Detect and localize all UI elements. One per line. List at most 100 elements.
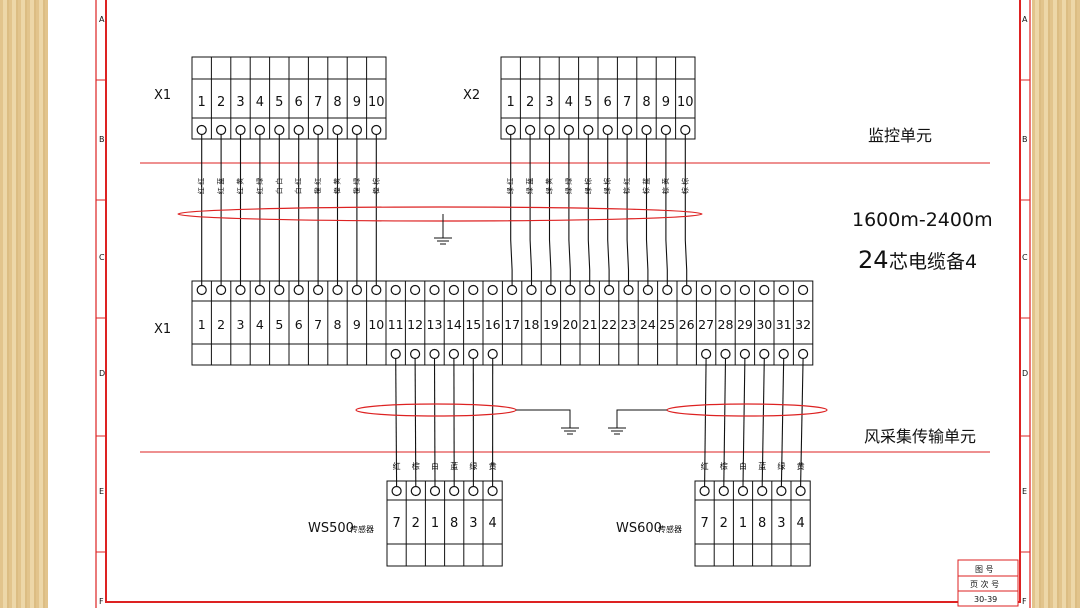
terminal-number: 10 xyxy=(368,317,384,332)
wire-label-x1: 红-红 xyxy=(197,178,206,195)
terminal-screw-lower xyxy=(700,348,712,360)
x1-bottom-label: X1 xyxy=(154,322,171,337)
wire-label-x2: 绿-绿 xyxy=(564,178,573,195)
sensor-pin-number: 7 xyxy=(392,516,400,531)
terminal-screw xyxy=(254,284,265,296)
sensor-pin-number: 4 xyxy=(488,516,496,531)
terminal-screw xyxy=(524,124,536,136)
sensor-pin-number: 2 xyxy=(720,516,728,531)
sensor-screw xyxy=(449,485,460,497)
cable-shield-ellipse xyxy=(177,206,703,222)
terminal-number: 32 xyxy=(795,317,811,332)
sensor-screw xyxy=(468,485,479,497)
terminal-number: 25 xyxy=(659,317,675,332)
terminal-number: 12 xyxy=(407,317,423,332)
sensor-screw xyxy=(410,485,421,497)
terminal-number: 2 xyxy=(217,317,225,332)
side-letter-right: F xyxy=(1022,597,1027,606)
wire-label-x1: 红-黄 xyxy=(236,178,245,195)
ground-lead-ws600 xyxy=(616,409,667,428)
frame-inner xyxy=(105,0,1021,603)
terminal-screw xyxy=(371,124,382,136)
wire-label-x1: 白-红 xyxy=(294,178,303,195)
terminal-screw xyxy=(196,284,207,296)
wire-ws500 xyxy=(414,357,417,487)
terminal-screw xyxy=(274,124,285,136)
terminal-screw xyxy=(505,124,516,136)
wire-ws500 xyxy=(395,357,398,487)
terminal-screw xyxy=(506,284,518,296)
sensor-pin-number: 3 xyxy=(777,516,785,531)
side-letter-right: A xyxy=(1022,15,1028,24)
wire-label-x2: 绿-黄 xyxy=(545,178,554,195)
terminal-screw xyxy=(680,124,691,136)
terminal-number: 30 xyxy=(756,317,772,332)
terminal-number: 5 xyxy=(275,317,283,332)
terminal-screw xyxy=(371,284,382,296)
wire-x2 xyxy=(607,134,610,286)
terminal-screw-lower xyxy=(448,348,459,360)
terminal-number: 9 xyxy=(353,95,361,110)
wire-x2 xyxy=(510,134,513,286)
wire-x2 xyxy=(529,134,533,286)
terminal-screw xyxy=(274,284,285,296)
wire-label-x1: 橙-黄 xyxy=(333,178,342,195)
side-letter-left: A xyxy=(99,15,105,24)
title-block-row2: 页 次 号 xyxy=(970,579,999,589)
terminal-screw xyxy=(293,124,304,136)
ws600-sensor-block: 7红2棕1白8蓝3绿4黄 xyxy=(694,461,811,567)
wire-ws600 xyxy=(704,357,707,487)
terminal-screw-lower xyxy=(429,348,440,360)
terminal-number: 15 xyxy=(465,317,481,332)
terminal-number: 7 xyxy=(314,95,322,110)
terminal-screw xyxy=(563,124,575,136)
ground-lead-ws500 xyxy=(516,409,571,428)
terminal-number: 4 xyxy=(565,95,573,110)
wire-ws600 xyxy=(761,357,765,487)
sensor-screw xyxy=(795,485,806,497)
sensor-screw xyxy=(487,485,498,497)
terminal-screw xyxy=(621,124,633,136)
ground-symbol-ws500 xyxy=(561,427,579,435)
terminal-screw xyxy=(196,124,207,136)
terminal-screw xyxy=(293,284,304,296)
wire-ws500 xyxy=(433,357,436,487)
wire-x2 xyxy=(568,134,571,286)
terminal-number: 1 xyxy=(507,95,515,110)
x1-top-label: X1 xyxy=(154,88,171,103)
terminal-screw xyxy=(797,284,809,296)
wire-x2 xyxy=(587,134,591,286)
cable-spec-number: 24 xyxy=(858,246,889,274)
ws600-suffix: 传感器 xyxy=(658,524,682,534)
sensor-pin-number: 1 xyxy=(739,516,747,531)
x2-top-label: X2 xyxy=(463,88,480,103)
wire-label-x2: 绿-红 xyxy=(506,178,515,195)
wire-label-x2: 棕-蓝 xyxy=(642,178,651,195)
wire-label-x2: 绿-蓝 xyxy=(525,178,534,195)
terminal-screw xyxy=(332,284,343,296)
terminal-screw-lower xyxy=(797,348,809,360)
wire-x2 xyxy=(665,134,668,286)
terminal-screw-lower xyxy=(410,348,421,360)
title-block: 图 号 页 次 号 30-39 xyxy=(957,559,1019,607)
sensor-pin-number: 3 xyxy=(469,516,477,531)
terminal-screw-lower xyxy=(759,348,770,360)
terminal-number: 1 xyxy=(198,95,206,110)
terminal-screw-lower xyxy=(778,348,789,360)
monitor-unit-label: 监控单元 xyxy=(868,126,932,145)
terminal-number: 8 xyxy=(642,95,650,110)
ws500-suffix: 传感器 xyxy=(350,524,374,534)
terminal-number: 3 xyxy=(237,317,245,332)
terminal-number: 10 xyxy=(368,95,385,110)
terminal-number: 7 xyxy=(314,317,322,332)
terminal-screw xyxy=(662,284,673,296)
terminal-screw xyxy=(390,284,401,296)
wire-label-x2: 棕-棕 xyxy=(680,178,689,195)
wire-x2 xyxy=(684,134,688,286)
terminal-number: 10 xyxy=(677,95,694,110)
terminal-number: 11 xyxy=(388,317,404,332)
ws600-label: WS600 xyxy=(616,521,662,536)
sensor-screw xyxy=(737,485,749,497)
wire-x2 xyxy=(548,134,552,286)
